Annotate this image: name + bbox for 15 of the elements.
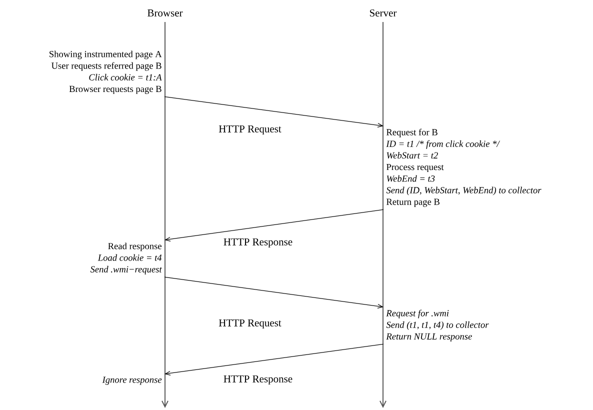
edge-label: HTTP Request — [218, 318, 282, 330]
edge-label: HTTP Request — [218, 124, 282, 136]
note-text: Showing instrumented page A User requests referred page B Click cookie = t1:A Browser requests page B — [50, 50, 162, 94]
lifeline-title: Server — [370, 9, 397, 17]
note-text: Read response Load cookie = t4 Send .wmi−request — [90, 242, 162, 274]
lifeline-title: Browser — [148, 10, 183, 16]
arrow — [164, 344, 384, 376]
edge-label: HTTP Response — [222, 374, 294, 386]
arrow — [164, 209, 384, 242]
arrow — [164, 96, 384, 128]
note-text: Ignore response — [102, 376, 162, 385]
note-text: Request for .wmi Send (t1, t1, t4) to collector Return NULL response — [386, 310, 489, 342]
note-text: Request for B ID = t1 /* from click cookie */ WebStart = t2 Process request WebEnd = t3 Send (ID, WebStart, WebEnd) to collector Return page B — [386, 128, 542, 207]
arrow — [164, 276, 384, 308]
edge-label: HTTP Response — [222, 237, 294, 249]
